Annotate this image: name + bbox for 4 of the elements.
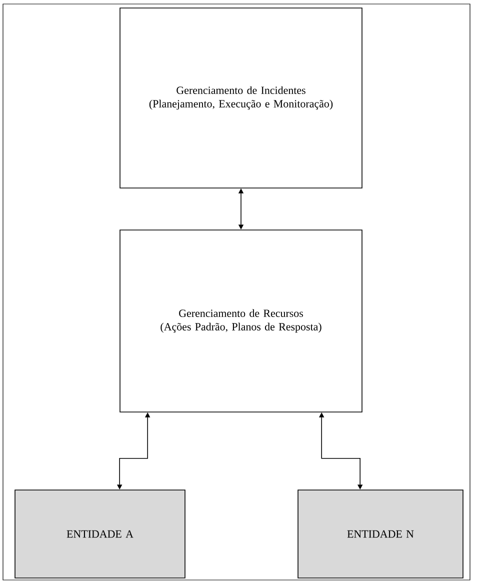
- process-box: Gerenciamento de Incidentes (Planejamento, Execução e Monitoração): [120, 8, 362, 188]
- entity-box: ENTIDADE N: [298, 490, 464, 578]
- process-box: Gerenciamento de Recursos (Ações Padrão, Planos de Resposta): [120, 230, 362, 412]
- entity-box: ENTIDADE A: [14, 490, 186, 578]
